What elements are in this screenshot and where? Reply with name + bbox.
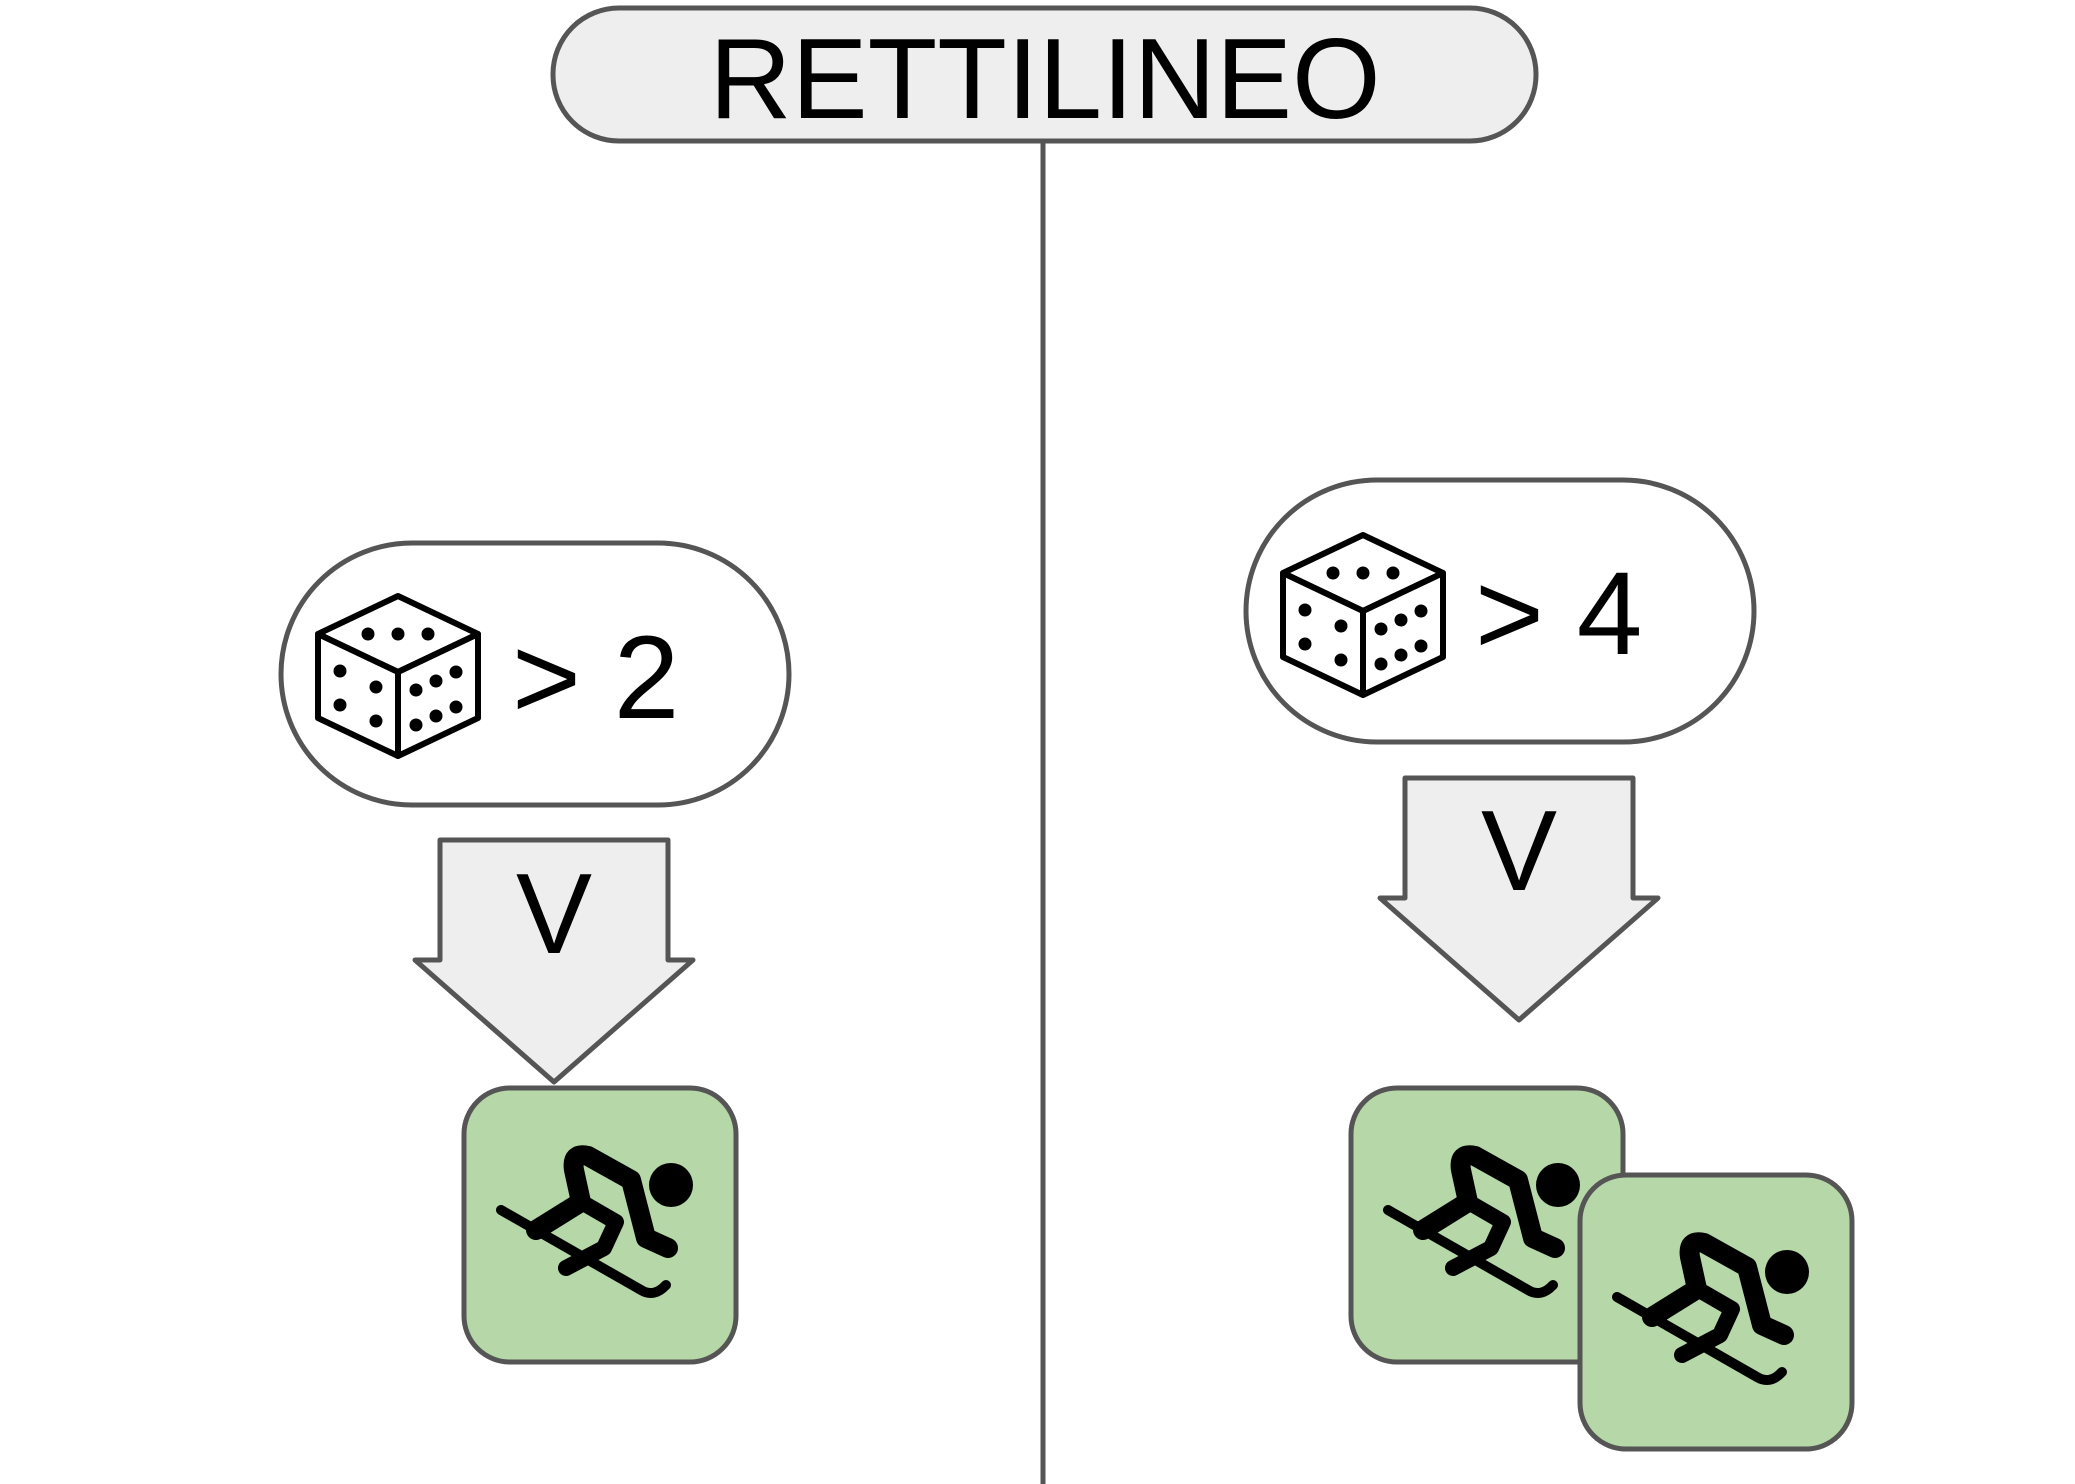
branch-left: > 2 V — [278, 540, 792, 1365]
branch-right: > 4 V — [1243, 477, 1855, 1452]
condition-text-right: > 4 — [1475, 548, 1642, 680]
title-pill — [550, 5, 1539, 144]
result-card-left — [461, 1085, 739, 1365]
dice-icon — [318, 596, 478, 756]
arrow-text-right: V — [1481, 788, 1557, 915]
arrow-left — [412, 837, 696, 1085]
condition-text-left: > 2 — [512, 612, 679, 744]
arrow-text-left: V — [516, 851, 592, 978]
page-title: RETTILINEO — [709, 16, 1380, 143]
arrow-right — [1377, 775, 1661, 1023]
dice-icon — [1283, 535, 1443, 695]
result-card-right-front — [1577, 1172, 1855, 1452]
